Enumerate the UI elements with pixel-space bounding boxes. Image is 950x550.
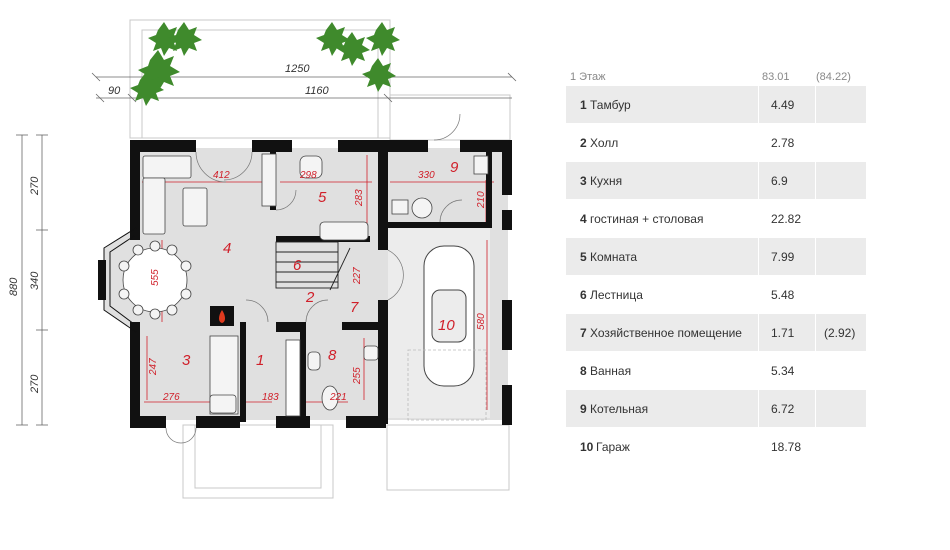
room-name: Хозяйственное помещение (590, 326, 742, 340)
room-name: Ванная (590, 364, 632, 378)
room-number-9: 9 (450, 159, 459, 176)
dim-inner-width: 1160 (305, 85, 330, 97)
door-swings (165, 113, 463, 444)
dim-298: 298 (299, 170, 317, 181)
room-area: 1.71 (771, 326, 795, 340)
dim-overall-depth: 880 (8, 277, 20, 296)
car (423, 245, 475, 387)
room-name: Комната (590, 250, 637, 264)
table-header: 1 Этаж 83.01 (84.22) (566, 68, 866, 86)
room-numbers: 1 2 3 4 5 6 7 8 9 10 (182, 159, 459, 369)
floor-plan: 1250 1160 90 880 270 340 270 412 298 330… (8, 19, 517, 499)
dimension-texts: 1250 1160 90 880 270 340 270 412 298 330… (8, 63, 487, 403)
row-number: 9 (580, 402, 587, 416)
room-name: Лестница (590, 288, 643, 302)
dim-255: 255 (352, 367, 363, 385)
room-number-10: 10 (438, 317, 455, 334)
room-number-8: 8 (328, 347, 337, 364)
room-number-1: 1 (256, 352, 264, 369)
stair (275, 241, 351, 291)
room-area: 6.72 (771, 402, 795, 416)
room-area: 6.9 (771, 174, 788, 188)
dim-580: 580 (476, 313, 487, 330)
dim-330: 330 (418, 170, 435, 181)
row-number: 3 (580, 174, 587, 188)
dim-247: 247 (148, 358, 159, 376)
dim-side-upper: 270 (29, 176, 41, 196)
terrace-outlines (129, 19, 511, 499)
room-name: Холл (590, 136, 619, 150)
total-area: 83.01 (762, 71, 790, 83)
furniture (118, 153, 489, 417)
dim-left-offset: 90 (108, 85, 121, 97)
plants (130, 22, 400, 106)
dim-side-lower: 270 (29, 374, 41, 394)
walls (98, 140, 512, 428)
room-name: Тамбур (590, 98, 631, 112)
row-number: 10 (580, 440, 594, 454)
room-area: 2.78 (771, 136, 795, 150)
bay-window (103, 227, 137, 333)
floor-title: 1 Этаж (570, 71, 606, 83)
dim-side-middle: 340 (29, 271, 41, 290)
row-number: 1 (580, 98, 587, 112)
room-area: 18.78 (771, 440, 802, 454)
dim-276: 276 (162, 392, 180, 403)
room-number-2: 2 (305, 289, 315, 306)
dim-555: 555 (150, 269, 161, 286)
garage-door (407, 349, 487, 421)
dim-210: 210 (476, 191, 487, 209)
room-number-3: 3 (182, 352, 191, 369)
room-area: 7.99 (771, 250, 795, 264)
room-area: 5.48 (771, 288, 795, 302)
room-area: 4.49 (771, 98, 795, 112)
total-area-alt: (84.22) (816, 71, 851, 83)
room-name: Кухня (590, 174, 623, 188)
dim-412: 412 (213, 170, 230, 181)
room-area-alt: (2.92) (824, 326, 856, 340)
row-number: 6 (580, 288, 587, 302)
row-number: 5 (580, 250, 587, 264)
room-number-5: 5 (318, 189, 327, 206)
dim-227: 227 (352, 267, 363, 285)
room-number-6: 6 (293, 257, 302, 274)
dim-283: 283 (354, 189, 365, 207)
row-number: 4 (580, 212, 587, 226)
dim-183: 183 (262, 392, 279, 403)
room-name: гостиная + столовая (590, 212, 704, 226)
room-number-4: 4 (223, 240, 231, 257)
row-number: 8 (580, 364, 587, 378)
row-number: 2 (580, 136, 587, 150)
row-number: 7 (580, 326, 587, 340)
room-name: Гараж (596, 440, 630, 454)
dim-221: 221 (329, 392, 347, 403)
fireplace (210, 306, 234, 326)
room-area: 22.82 (771, 212, 802, 226)
room-name: Котельная (590, 402, 649, 416)
room-number-7: 7 (350, 299, 359, 316)
dim-overall-width: 1250 (285, 63, 310, 75)
room-area: 5.34 (771, 364, 795, 378)
